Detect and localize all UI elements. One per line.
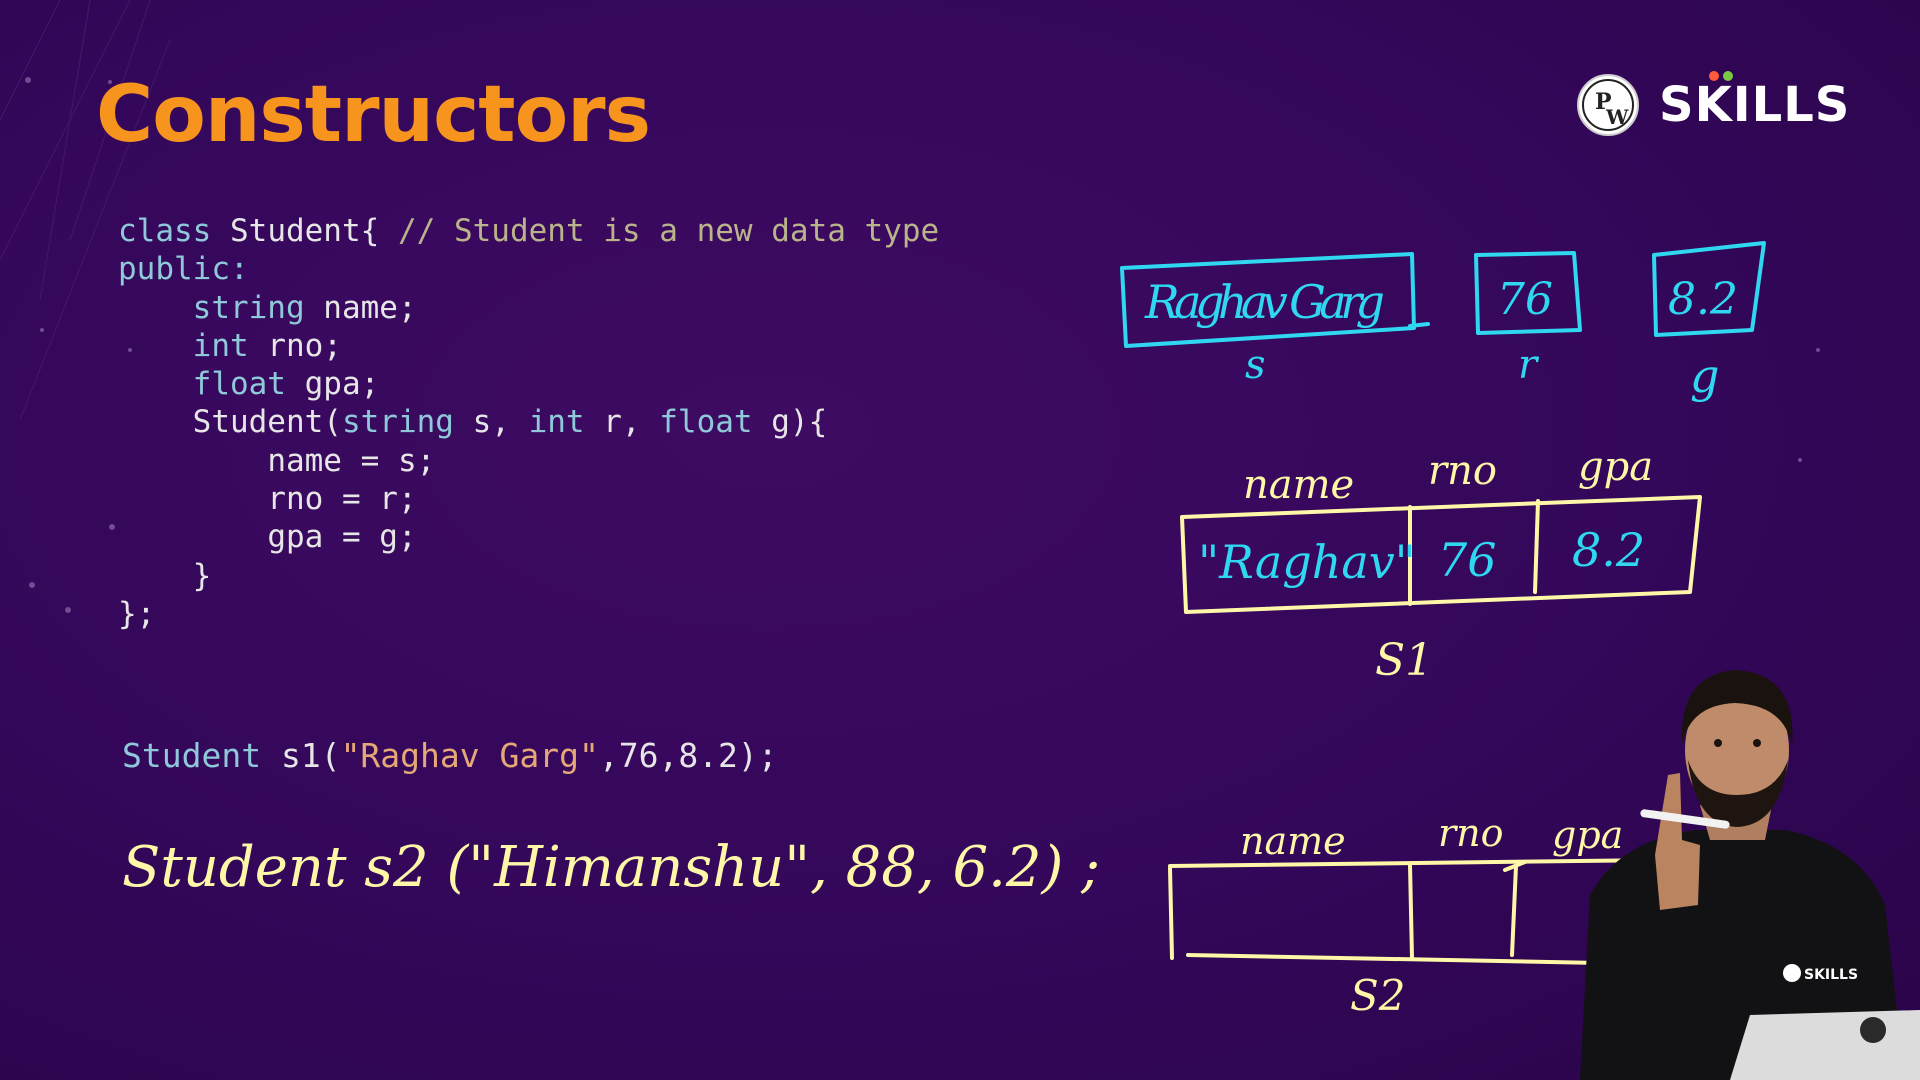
s1-cell-name: "Raghav": [1198, 535, 1416, 589]
param-label-r: r: [1518, 342, 1540, 388]
presenter-shirt-logo: SKILLS: [1804, 967, 1858, 983]
param-box-r: [1474, 251, 1582, 335]
s2-label: S2: [1350, 971, 1406, 1020]
s1-cell-gpa: 8.2: [1572, 523, 1645, 577]
s1-label: S1: [1375, 635, 1433, 686]
param-box-g-value: 8.2: [1668, 274, 1738, 325]
slide-title: Constructors: [96, 70, 651, 160]
pw-skills-logo: P W SKILLS: [1575, 71, 1851, 138]
s1-header-gpa: gpa: [1578, 444, 1653, 490]
param-box-g: [1652, 241, 1766, 337]
class-code-block: class Student{ // Student is a new data …: [118, 212, 939, 633]
svg-text:P: P: [1595, 89, 1612, 115]
s1-declaration: Student s1("Raghav Garg",76,8.2);: [122, 736, 778, 775]
code-line-10: }: [192, 557, 212, 594]
s1-object-box: [1180, 495, 1702, 614]
code-line-3: string name;: [192, 289, 417, 326]
code-line-1: class Student{ // Student is a new data …: [118, 213, 940, 249]
code-line-11: };: [118, 595, 156, 632]
code-line-7: name = s;: [267, 442, 436, 479]
logo-dots-icon: [1709, 71, 1733, 81]
param-box-r-value: 76: [1497, 274, 1553, 325]
code-line-9: gpa = g;: [267, 519, 417, 556]
s2-header-gpa: gpa: [1552, 813, 1623, 857]
s2-header-name: name: [1240, 819, 1346, 863]
s1-header-rno: rno: [1428, 448, 1497, 494]
s2-header-rno: rno: [1438, 811, 1504, 855]
code-line-8: rno = r;: [267, 481, 417, 518]
code-line-2: public:: [118, 251, 249, 288]
presenter-video: SKILLS: [1580, 670, 1920, 1080]
logo-text: SKILLS: [1659, 77, 1851, 133]
s1-header-name: name: [1243, 462, 1354, 508]
param-box-s-value: Raghav Garg: [1144, 275, 1385, 329]
s2-object-box: [1168, 858, 1662, 965]
s1-cell-rno: 76: [1438, 533, 1497, 587]
svg-text:W: W: [1605, 105, 1629, 129]
handwritten-s2-declaration: Student s2 ("Himanshu", 88, 6.2) ;: [122, 835, 1101, 900]
code-line-4: int rno;: [192, 327, 342, 364]
pw-logo-icon: P W: [1577, 74, 1639, 136]
code-line-5: float gpa;: [192, 366, 380, 403]
code-line-6: Student(string s, int r, float g){: [192, 404, 828, 441]
param-box-s: [1120, 252, 1416, 348]
param-label-g: g: [1690, 349, 1719, 403]
param-label-s: s: [1245, 342, 1266, 388]
